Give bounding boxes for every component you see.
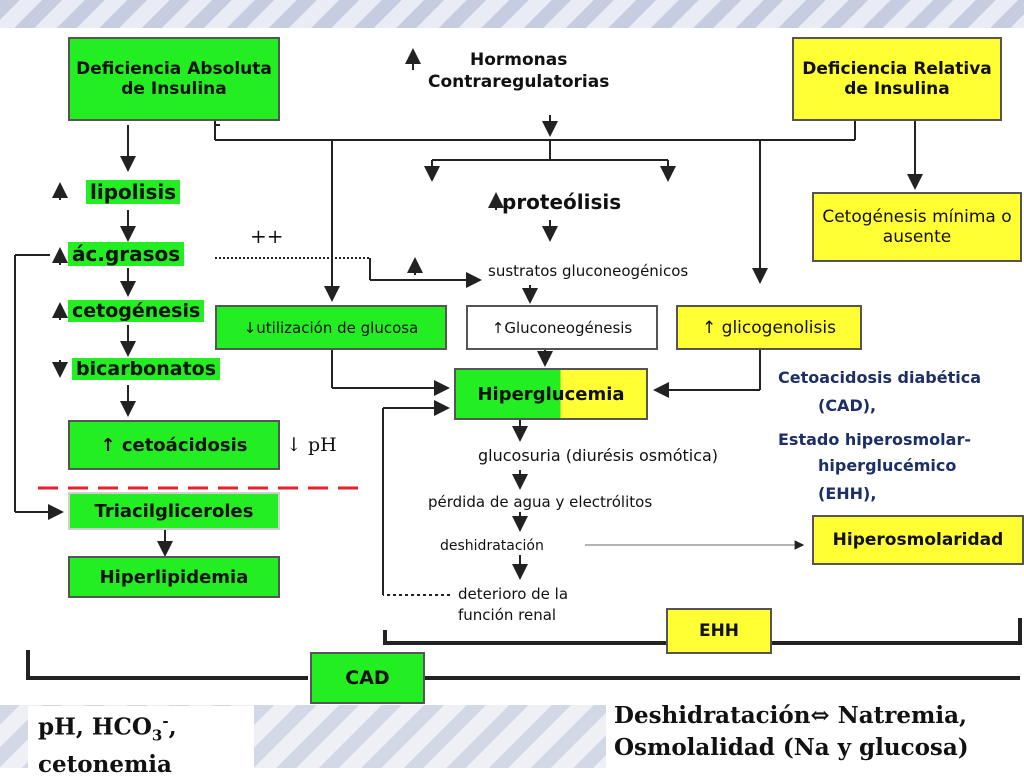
cad-label: CAD [345, 667, 390, 689]
legend-ehh-line2: hiperglucémico [818, 456, 957, 475]
bottom-left-comma: , [168, 713, 177, 741]
deficiencia-relativa-label: Deficiencia Relativa de Insulina [802, 58, 992, 99]
legend-cad-line2: (CAD), [818, 396, 877, 415]
hiperosmolaridad-label: Hiperosmolaridad [832, 530, 1004, 550]
deterioro-label-line1: deterioro de la [458, 585, 569, 603]
cetogenesis-label: cetogénesis [68, 300, 205, 322]
lipolisis-label: lipolisis [86, 180, 181, 204]
hiperglucemia-label-a: Hipergl [477, 383, 552, 405]
hiperlipidemia-label: Hiperlipidemia [99, 566, 249, 588]
cetoacidosis-label: ↑ cetoácidosis [100, 434, 248, 456]
hormonas-label-line1: Hormonas [470, 50, 568, 70]
cad-box: CAD [310, 652, 425, 704]
bottom-left-cetonemia: cetonemia [38, 751, 172, 779]
triacilgliceroles-label: Triacilgliceroles [94, 500, 254, 522]
deterioro-label-line2: función renal [458, 606, 557, 624]
cetogenesis-minima-label: Cetogénesis mínima o ausente [822, 207, 1012, 247]
plus-label: ++ [250, 224, 284, 248]
bottom-left-sub: 3 [151, 726, 163, 745]
bottom-right-text: Deshidratación⇔ Natremia, Osmolalidad (N… [606, 700, 1024, 768]
bottom-right-line1: Deshidratación⇔ Natremia, [614, 702, 967, 729]
legend-ehh-line3: (EHH), [818, 484, 877, 503]
cetogenesis-minima-box: Cetogénesis mínima o ausente [812, 192, 1022, 262]
ehh-label: EHH [698, 621, 740, 641]
bicarbonatos-label: bicarbonatos [72, 358, 221, 380]
hiperglucemia-label-b: ucemia [551, 383, 625, 405]
legend-cad-line1: Cetoacidosis diabética [778, 368, 981, 387]
glicogenolisis-box: ↑ glicogenolisis [676, 305, 862, 350]
deficiencia-absoluta-box: Deficiencia Absoluta de Insulina [68, 37, 280, 121]
deficiencia-relativa-box: Deficiencia Relativa de Insulina [792, 37, 1002, 121]
sustratos-label: sustratos gluconeogénicos [488, 262, 689, 280]
bottom-right-line2: Osmolalidad (Na y glucosa) [614, 734, 969, 761]
background-texture-top [0, 0, 1024, 28]
hormonas-label-line2: Contraregulatorias [428, 72, 610, 92]
perdida-label: pérdida de agua y electrólitos [428, 493, 653, 511]
bottom-left-ph: pH, HCO [38, 713, 152, 741]
bottom-left-text: pH, HCO3-, cetonemia [28, 706, 254, 778]
glicogenolisis-label: ↑ glicogenolisis [702, 317, 836, 338]
utilizacion-glucosa-box: ↓utilización de glucosa [215, 305, 447, 350]
deficiencia-absoluta-label: Deficiencia Absoluta de Insulina [76, 58, 272, 99]
gluconeogenesis-label: ↑Gluconeogénesis [491, 318, 633, 337]
ph-label: ↓ pH [286, 434, 337, 456]
legend-ehh-line1: Estado hiperosmolar- [778, 430, 971, 449]
ehh-box: EHH [666, 608, 772, 654]
hiperosmolaridad-box: Hiperosmolaridad [812, 515, 1024, 565]
hiperlipidemia-box: Hiperlipidemia [68, 556, 280, 598]
gluconeogenesis-box: ↑Gluconeogénesis [466, 305, 658, 350]
triacilgliceroles-box: Triacilgliceroles [68, 492, 280, 530]
glucosuria-label: glucosuria (diurésis osmótica) [478, 446, 719, 465]
proteolisis-label: proteólisis [502, 190, 622, 214]
utilizacion-glucosa-label: ↓utilización de glucosa [243, 318, 419, 337]
deshidratacion-label: deshidratación [440, 538, 544, 554]
ac-grasos-label: ác.grasos [68, 242, 185, 266]
bottom-left-sup: - [162, 712, 169, 730]
cetoacidosis-box: ↑ cetoácidosis [68, 420, 280, 470]
